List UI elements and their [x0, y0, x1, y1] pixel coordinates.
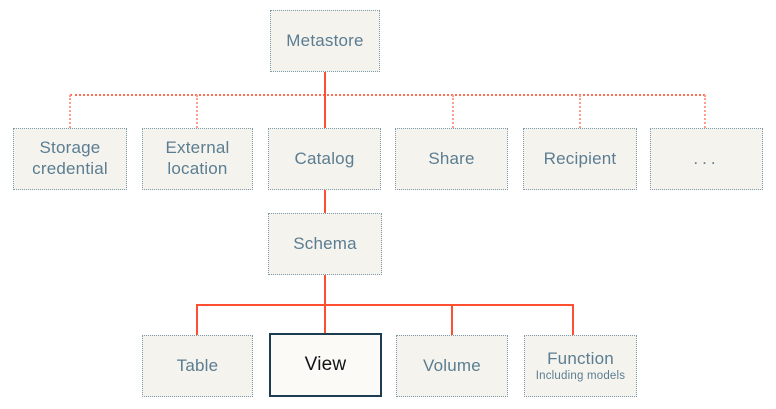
- connector-drop-function: [572, 305, 574, 335]
- node-view-highlighted: View: [269, 333, 382, 397]
- node-function-sublabel: Including models: [535, 370, 626, 383]
- node-external-location: External location: [142, 128, 253, 190]
- node-recipient-label: Recipient: [543, 148, 617, 168]
- node-share: Share: [395, 128, 508, 190]
- connector-drop-volume: [451, 305, 453, 335]
- node-function: Function Including models: [524, 335, 637, 397]
- node-table-label: Table: [176, 355, 219, 375]
- connector-catalog-schema: [324, 190, 326, 213]
- connector-drop-share: [452, 95, 454, 128]
- node-catalog: Catalog: [268, 128, 381, 190]
- connector-drop-external-location: [196, 95, 198, 128]
- connector-drop-table: [196, 305, 198, 335]
- node-metastore: Metastore: [270, 10, 380, 72]
- node-schema: Schema: [268, 213, 382, 275]
- node-catalog-label: Catalog: [294, 148, 355, 168]
- node-ellipsis: ...: [650, 128, 763, 190]
- node-function-label: Function: [547, 348, 614, 368]
- node-view-label: View: [304, 354, 347, 376]
- connector-drop-recipient: [579, 95, 581, 128]
- connector-drop-storage-credential: [69, 95, 71, 128]
- node-volume: Volume: [396, 335, 508, 397]
- node-ellipsis-label: ...: [693, 148, 720, 168]
- node-metastore-label: Metastore: [286, 30, 364, 50]
- node-external-location-label: External location: [165, 138, 230, 178]
- node-storage-credential-label: Storage credential: [32, 138, 108, 178]
- node-volume-label: Volume: [423, 355, 481, 375]
- node-storage-credential: Storage credential: [13, 128, 127, 190]
- node-share-label: Share: [428, 148, 475, 168]
- connector-drop-ellipsis: [704, 95, 706, 128]
- node-schema-label: Schema: [293, 233, 357, 253]
- connector-metastore-children-dotted: [70, 94, 705, 96]
- connector-schema-children: [196, 304, 574, 306]
- node-recipient: Recipient: [523, 128, 637, 190]
- node-table: Table: [142, 335, 253, 397]
- connector-metastore-catalog: [324, 72, 326, 128]
